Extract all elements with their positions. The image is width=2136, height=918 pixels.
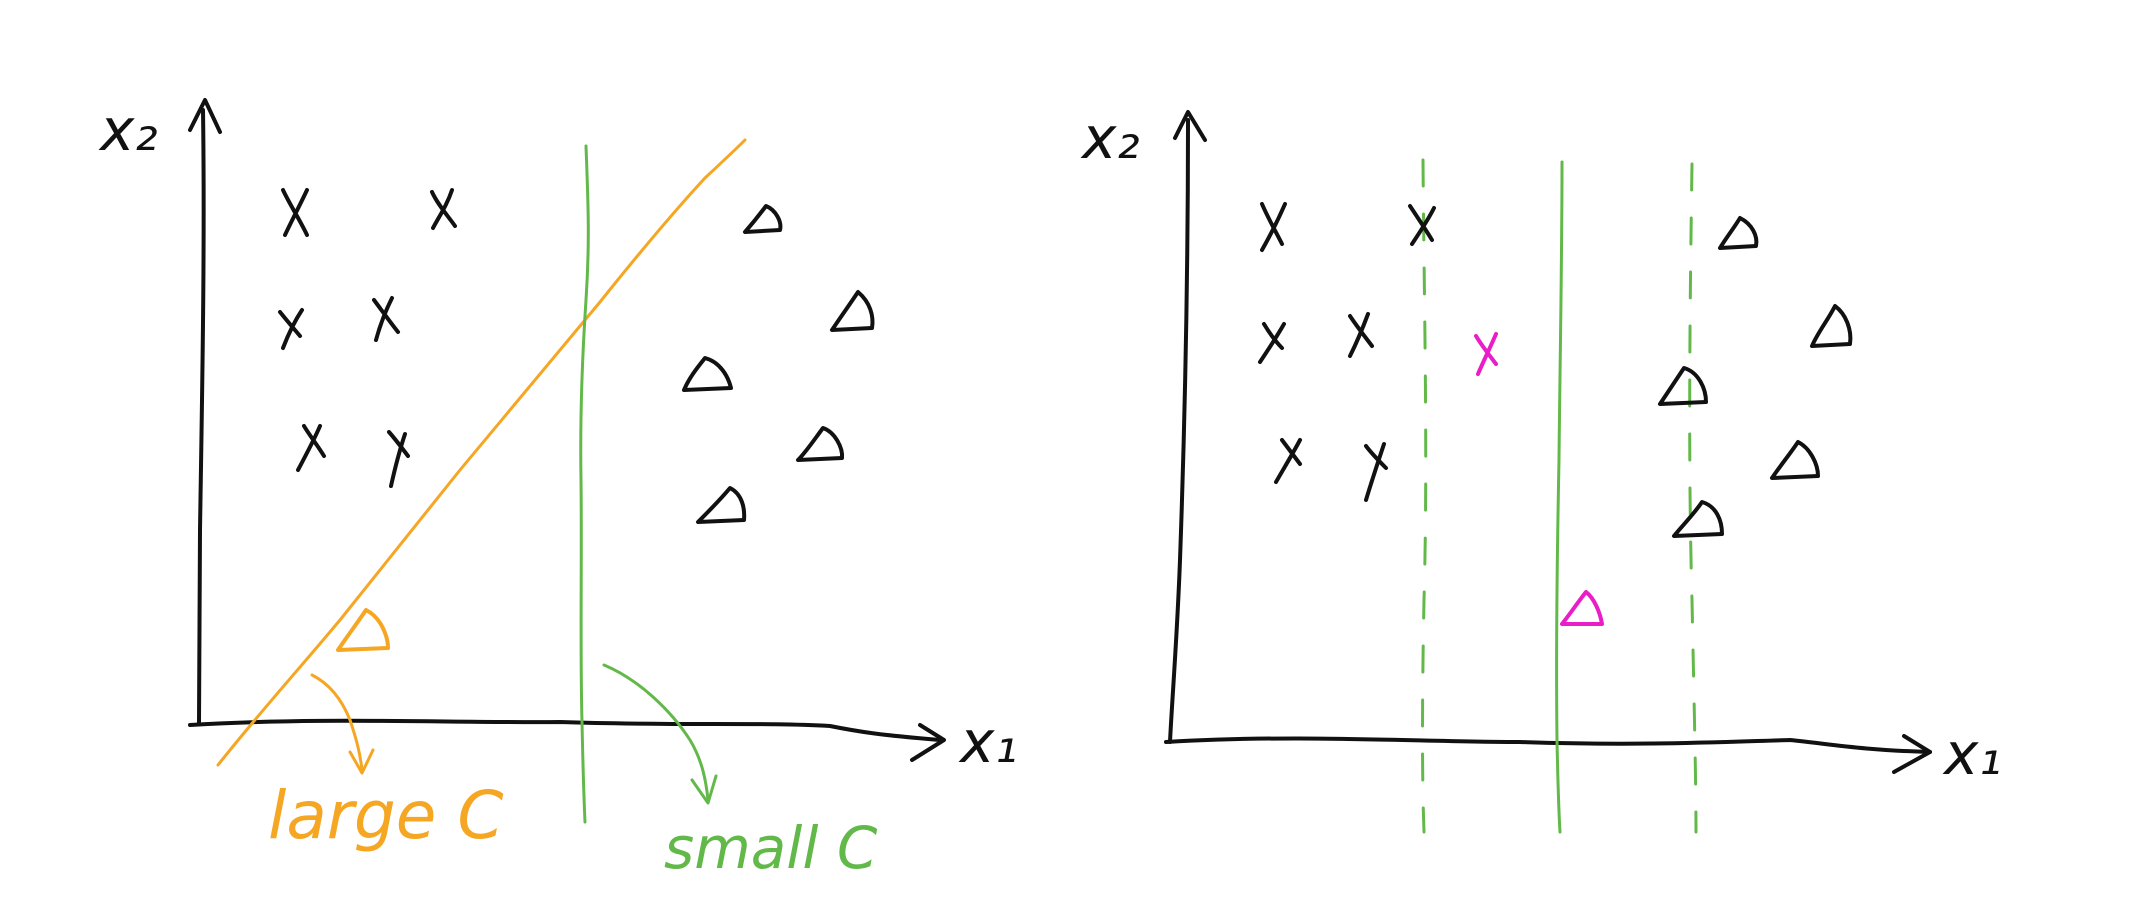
large-c-arrow [310,673,364,772]
small-c-arrowhead [690,774,718,805]
large-c-boundary [216,138,747,767]
triangle-marker [1718,216,1759,250]
margin-right-dashed [1688,162,1698,834]
right-y-axis-label: x₂ [1080,104,1140,172]
cross-marker [1260,202,1287,252]
right-y-axis-arrowhead [1173,110,1207,142]
cross-marker [278,308,304,350]
triangle-marker [830,290,875,332]
cross-marker [1348,312,1374,358]
left-triangles [682,204,875,524]
margin-violation-triangle-marker [1560,590,1604,626]
left-x-axis-label: x₁ [958,708,1018,776]
right-x-axis-arrowhead [1892,734,1932,774]
margin-left-dashed [1421,158,1428,834]
cross-marker [1408,204,1436,246]
triangle-marker [796,426,845,462]
large-c-arrowhead [348,748,375,775]
right-triangles [1658,216,1853,538]
triangle-marker [682,356,733,392]
margin-violation-cross-marker [1474,332,1498,376]
left-panel: x₁ x₂ large C sm [98,96,1018,882]
right-panel: x₁ x₂ [1080,104,2002,834]
left-crosses [278,188,457,488]
right-x-axis [1164,736,1932,754]
cross-marker [1258,322,1286,364]
cross-marker [1274,438,1302,484]
cross-marker [430,188,457,230]
cross-marker [1364,442,1388,502]
right-y-axis [1168,118,1190,744]
small-c-boundary [579,144,590,824]
right-crosses [1258,202,1436,502]
cross-marker [281,188,309,237]
triangle-marker [1672,500,1724,538]
left-x-axis-arrowhead [910,723,946,762]
large-c-label: large C [268,777,503,854]
triangle-marker [1658,366,1708,406]
cross-marker [372,296,400,342]
left-y-axis-label: x₂ [98,96,158,164]
right-x-axis-label: x₁ [1942,720,2002,788]
small-c-label: small C [664,814,878,882]
cross-marker [296,424,326,472]
triangle-marker [1770,440,1820,480]
decision-boundary [1555,160,1564,834]
left-y-axis-arrowhead [188,98,222,134]
outlier-triangle-marker [336,608,390,652]
left-y-axis [197,108,206,724]
triangle-marker [696,486,747,524]
small-c-arrow [602,663,710,802]
cross-marker [387,430,410,488]
triangle-marker [1810,304,1853,348]
left-x-axis [188,718,942,742]
triangle-marker [743,204,783,234]
